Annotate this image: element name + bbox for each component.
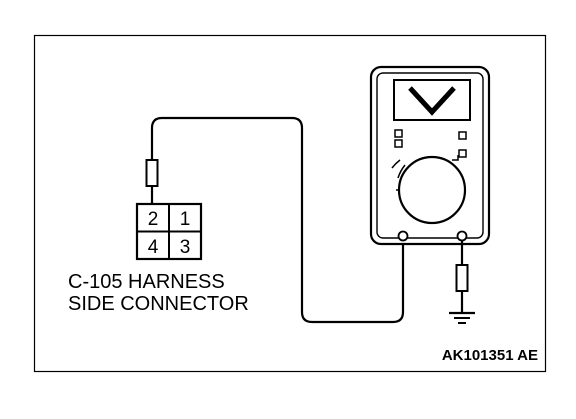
terminal-left-icon [397, 230, 409, 242]
connector-pin-3: 3 [180, 237, 191, 258]
c105-connector: 2 1 4 3 [135, 202, 203, 261]
switch-icon [458, 149, 467, 158]
connector-probe [145, 159, 159, 204]
connector-pin-1: 1 [180, 209, 191, 230]
multimeter [369, 65, 491, 246]
figure-frame [33, 34, 547, 373]
rotary-dial-icon [397, 155, 467, 225]
switch-icon [394, 139, 403, 148]
terminal-right-icon [456, 230, 468, 242]
test-lead-wire [150, 116, 405, 324]
connector-pin-4: 4 [148, 237, 159, 258]
ground-icon [449, 311, 475, 324]
ground-lead [455, 240, 469, 313]
figure-code: AK101351 AE [442, 347, 538, 364]
connector-pin-2: 2 [148, 209, 159, 230]
switch-icon [458, 131, 467, 140]
voltage-display-symbol [408, 86, 456, 116]
connector-label-line-2: SIDE CONNECTOR [68, 293, 249, 315]
switch-icon [394, 129, 403, 138]
connector-label-line-1: C-105 HARNESS [68, 271, 225, 293]
